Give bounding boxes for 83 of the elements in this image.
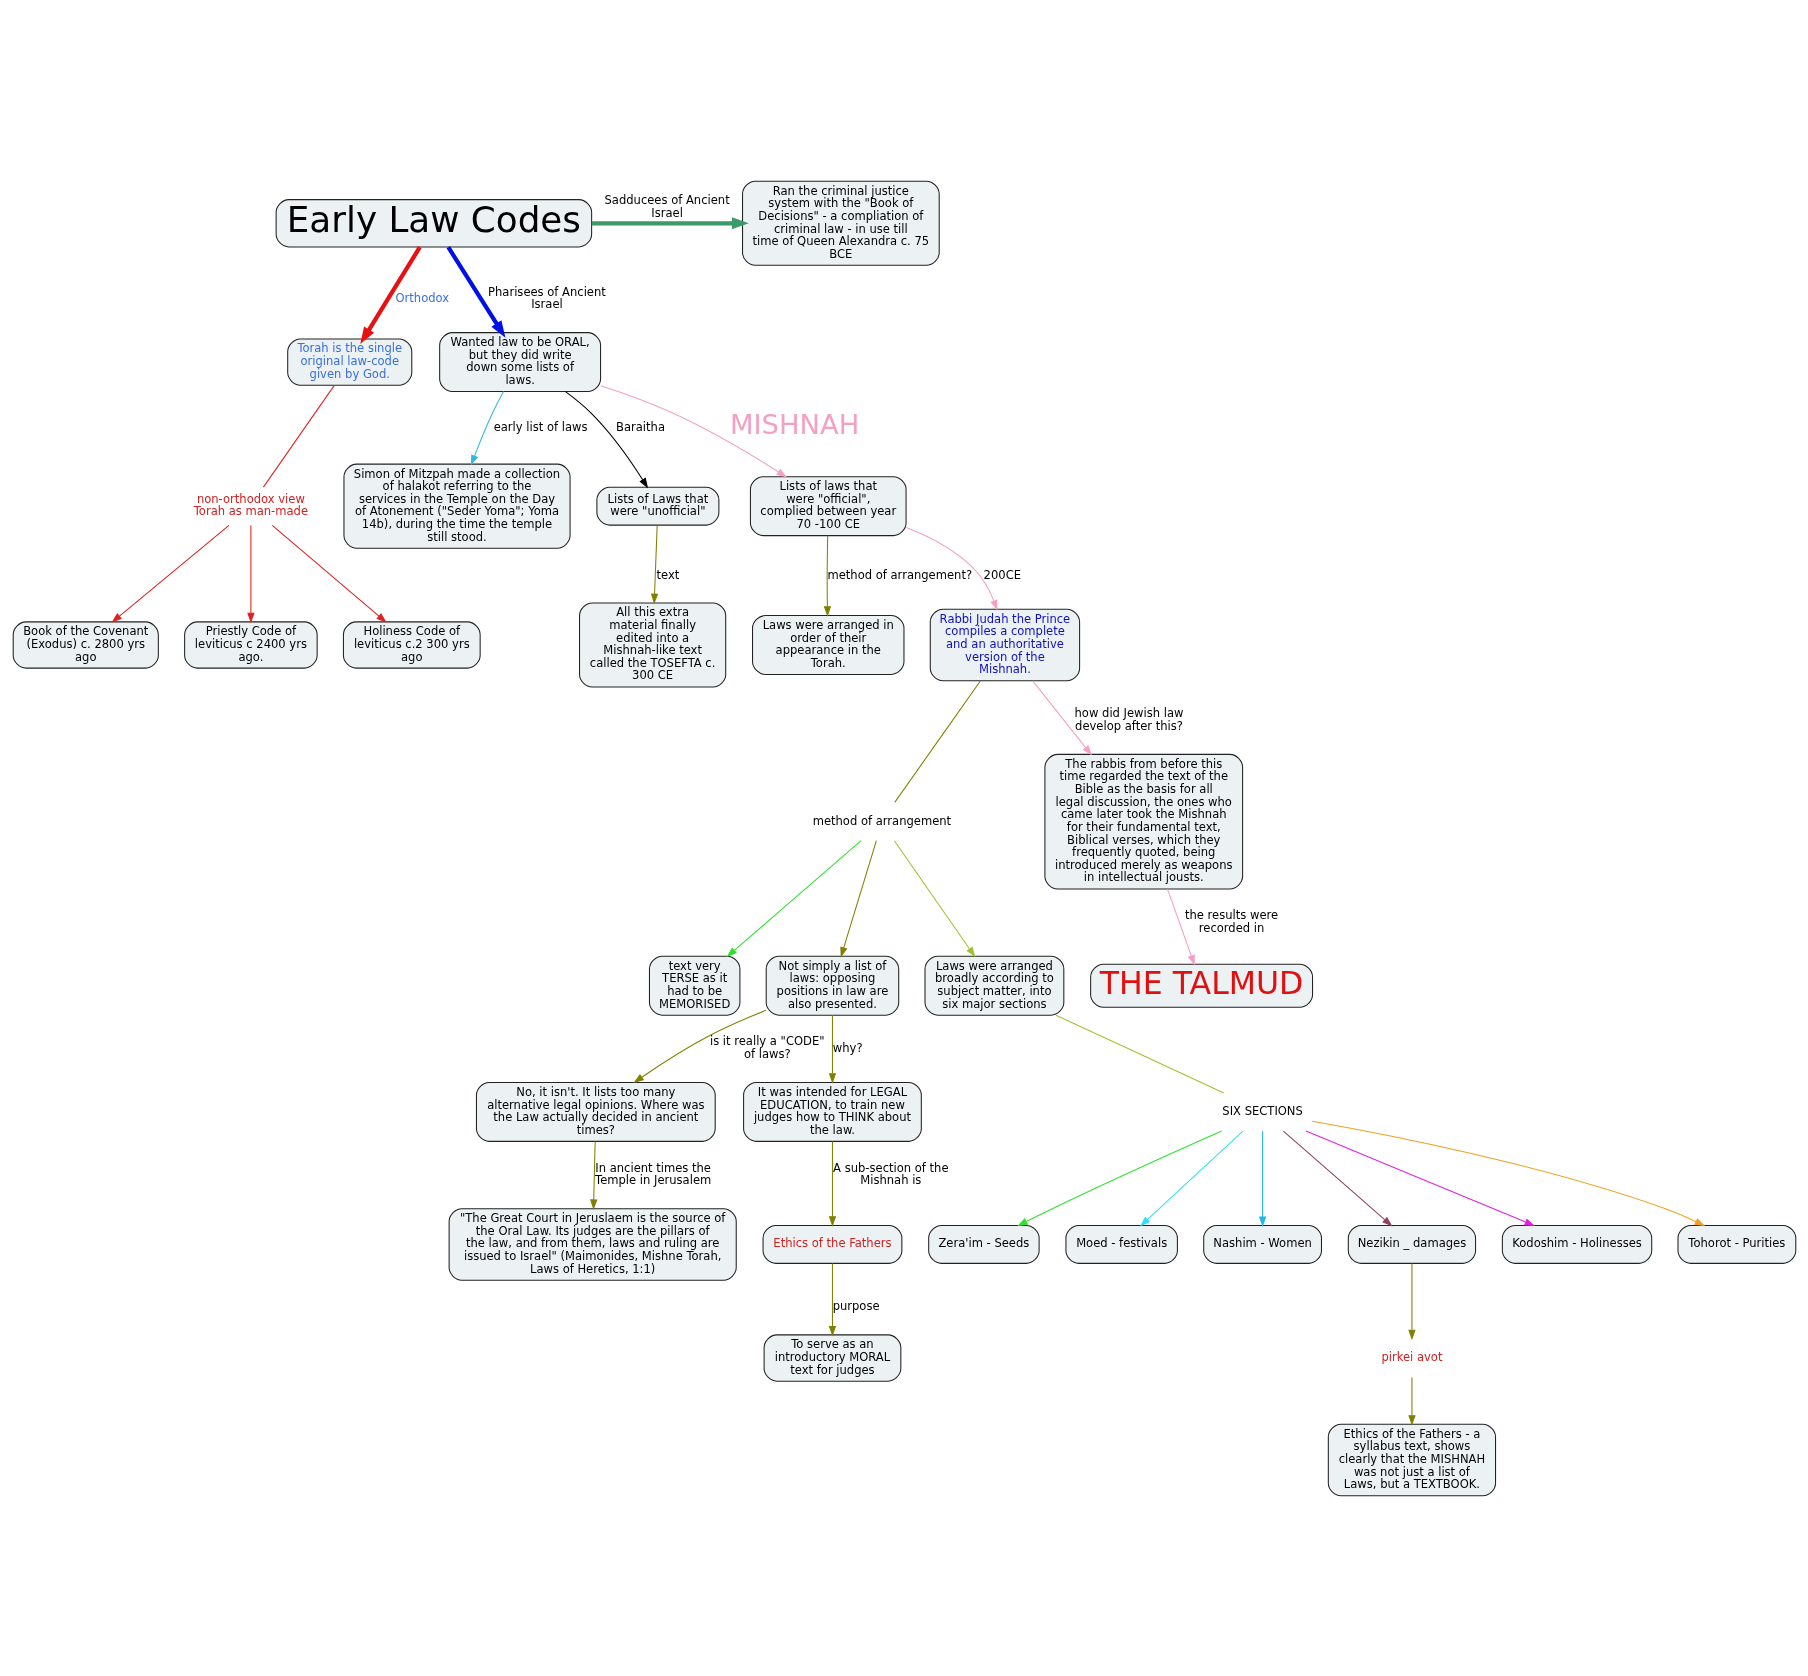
arrow [1282,1130,1393,1226]
node-text: method of arrangement [812,813,951,828]
connector [893,679,981,803]
arrow [1139,1130,1244,1226]
arrow [828,1262,836,1336]
edge-label: Baraitha [615,419,665,434]
edge-label: how did Jewish law develop after this? [1074,705,1183,733]
node-box: Book of the Covenant (Exodus) c. 2800 yrs ago [12,620,159,669]
arrow [632,1009,766,1083]
node-box: No, it isn't. It lists too many alternative legal opinions. Where was the Law actually decided in ancient times? [475,1081,716,1142]
edge-label: why? [832,1040,863,1055]
node-box: Priestly Code of leviticus c 2400 yrs ago. [183,620,318,669]
node-box: Lists of laws that were "official", complied between year 70 -100 CE [749,475,907,536]
node-box: text very TERSE as it had to be MEMORISED [648,955,740,1016]
arrow [650,524,658,604]
edge-label: is it really a "CODE" of laws? [709,1033,825,1061]
edge-label: method of arrangement? [826,567,972,582]
node-box: Simon of Mitzpah made a collection of halakot referring to the services in the Temple on the Day of Atonement ("Seder Yoma"; Yoma 14b), during the time the temple still stood. [342,463,571,549]
arrow [589,1140,597,1210]
arrow [564,390,648,488]
node-box: To serve as an introductory MORAL text for judges [763,1333,901,1382]
arrow [1407,1376,1416,1426]
node-box: All this extra material finally edited into a Mishnah-like text called the TOSEFTA c. 300 CE [578,601,726,688]
arrow [893,839,975,957]
node-box: Rabbi Judah the Prince compiles a complete and an authoritative version of the Mishnah. [929,608,1080,681]
node-box: Early Law Codes [275,198,592,247]
arrow [1258,1130,1266,1227]
node-box: "The Great Court in Jeruslaem is the source of the Oral Law. Its judges are the pillars of the law, and from them, laws and ruling are issued to Israel" (Maimonides, Mishne Torah, Laws of Heretics, 1:1) [448,1207,737,1281]
node-box: Ran the criminal justice system with the "Book of Decisions" - a compliation of criminal law - in use till time of Queen Alexandra c. 75 BCE [741,180,940,266]
edge-label: In ancient times the Temple in Jerusalem [594,1160,711,1187]
edge-label: Sadducees of Ancient Israel [604,192,730,220]
node-box: Not simply a list of laws: opposing positions in law are also presented. [765,955,899,1016]
node-box: Holiness Code of leviticus c.2 300 yrs ago [342,620,481,669]
node-box: The rabbis from before this time regarded the text of the Bible as the basis for all legal discussion, the ones who came later took the Mishnah for their fundamental text, Biblical verses, which they frequently quoted, being introduced merely as weapons in intellectual jousts. [1043,753,1243,889]
arrow [271,524,387,623]
node-text: pirkei avot [1380,1349,1442,1364]
node-box: Torah is the single original law-code given by God. [286,337,412,386]
node-box: Lists of Laws that were "unofficial" [595,486,719,526]
node-text: non-orthodox view Torah as man-made [193,491,308,518]
node-box: Nezikin _ damages [1347,1224,1476,1264]
arrow [823,534,831,617]
edge-label: text [655,567,679,582]
node-box: It was intended for LEGAL EDUCATION, to train new judges how to THINK about the law. [742,1081,922,1142]
node-box: Tohorot - Purities [1676,1224,1796,1264]
connector [262,384,335,488]
arrow [591,216,749,229]
connector [1054,1014,1224,1093]
node-box: Moed - festivals [1064,1224,1178,1264]
edge-label: Orthodox [395,290,449,305]
arrow [446,245,505,338]
arrow [1016,1129,1222,1226]
node-box: Laws were arranged in order of their appearance in the Torah. [751,614,904,675]
edge-label: early list of laws [493,419,588,434]
arrow [359,245,422,344]
arrow [470,390,504,466]
arrow [839,839,877,958]
edge-label: the results were recorded in [1184,907,1278,935]
arrow [1304,1129,1535,1226]
arrow [246,524,255,623]
arrow [1311,1120,1705,1226]
node-box: Nashim - Women [1202,1224,1322,1264]
arrow [1031,679,1092,756]
node-box: THE TALMUD [1089,963,1313,1008]
arrow [726,839,862,957]
arrow [1407,1262,1416,1340]
arrow [828,1140,836,1227]
node-box: Laws were arranged broadly according to subject matter, into six major sections [924,955,1064,1016]
edge-label: MISHNAH [729,408,859,440]
edge-label: purpose [832,1298,880,1313]
node-box: Zera'im - Seeds [927,1224,1040,1264]
arrow [1166,888,1195,966]
edge-label: Pharisees of Ancient Israel [487,284,606,311]
node-box: Ethics of the Fathers [762,1224,902,1264]
node-text: SIX SECTIONS [1221,1103,1303,1118]
edge-label: A sub-section of the Mishnah is [832,1160,949,1187]
node-box: Ethics of the Fathers - a syllabus text, shows clearly that the MISHNAH was not just a list of Laws, but a TEXTBOOK. [1327,1423,1496,1496]
edge-label: 200CE [983,567,1021,582]
arrow [599,384,787,477]
arrow [905,526,997,611]
node-box: Kodoshim - Holinesses [1501,1224,1652,1264]
arrow [828,1014,836,1084]
node-box: Wanted law to be ORAL, but they did write down some lists of laws. [438,331,601,392]
arrow [111,524,229,623]
